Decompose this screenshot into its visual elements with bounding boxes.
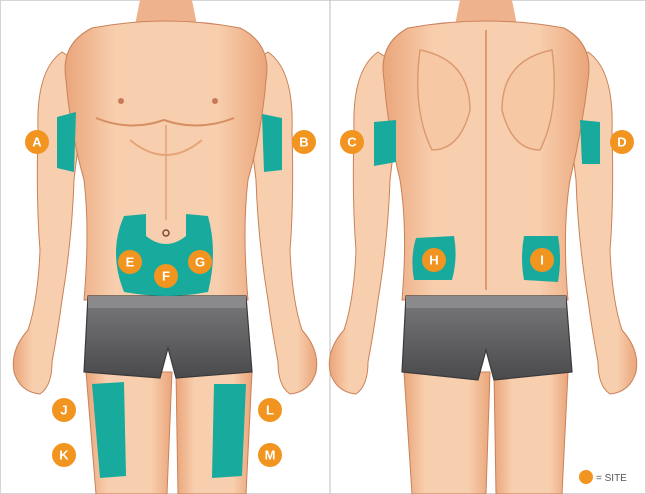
marker-a-label: A [32, 135, 42, 150]
marker-f: F [154, 264, 178, 288]
marker-m: M [258, 443, 282, 467]
front-right-nipple [118, 98, 124, 104]
marker-k: K [52, 443, 76, 467]
marker-h: H [422, 248, 446, 272]
marker-b: B [292, 130, 316, 154]
marker-a: A [25, 130, 49, 154]
marker-l: L [258, 398, 282, 422]
marker-l-label: L [266, 403, 274, 418]
marker-f-label: F [162, 269, 170, 284]
marker-j-label: J [60, 403, 67, 418]
site-area-b [262, 114, 282, 172]
legend: = SITE [579, 470, 627, 484]
marker-m-label: M [265, 448, 276, 463]
front-waistband [88, 296, 246, 308]
marker-b-label: B [299, 135, 308, 150]
site-area-d [580, 120, 600, 164]
marker-g-label: G [195, 255, 205, 270]
marker-i-label: I [540, 253, 544, 268]
marker-d-label: D [617, 135, 626, 150]
marker-g: G [188, 250, 212, 274]
marker-e: E [118, 250, 142, 274]
back-right-leg [494, 372, 568, 494]
marker-e-label: E [126, 255, 135, 270]
marker-i: I [530, 248, 554, 272]
back-view: C D H I = SITE [329, 0, 636, 494]
marker-c-label: C [347, 135, 357, 150]
site-area-a [57, 112, 76, 172]
marker-c: C [340, 130, 364, 154]
front-view: A B E F G J K L M [13, 0, 316, 494]
marker-k-label: K [59, 448, 69, 463]
site-area-c [374, 120, 396, 166]
legend-dot-icon [579, 470, 593, 484]
back-waistband [406, 296, 566, 308]
front-left-nipple [212, 98, 218, 104]
back-left-leg [404, 372, 490, 494]
front-shorts [84, 296, 252, 378]
back-shorts [402, 296, 572, 380]
marker-h-label: H [429, 253, 438, 268]
marker-d: D [610, 130, 634, 154]
marker-j: J [52, 398, 76, 422]
site-area-left-thigh [212, 384, 246, 478]
legend-text: = SITE [596, 473, 627, 484]
